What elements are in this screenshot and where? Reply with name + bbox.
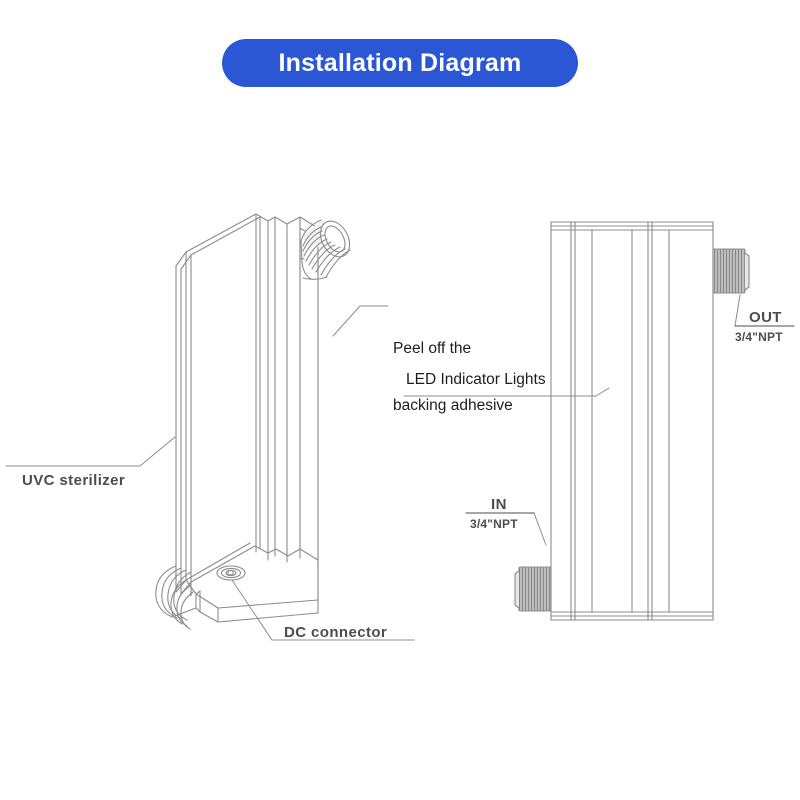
leader-peel-off [332, 305, 389, 337]
front-view-grooves [570, 221, 670, 621]
leader-led-indicator [403, 387, 610, 397]
callout-label-dc-connector: DC connector [284, 624, 388, 641]
leader-dc-connector [231, 579, 415, 641]
dc-connector-port [216, 565, 246, 581]
callout-label-in: IN [491, 496, 507, 513]
leader-uvc-sterilizer [5, 436, 176, 467]
iso-body-edges [255, 216, 319, 601]
front-view-inlet-port [514, 566, 552, 612]
front-view-outlet-port [712, 248, 750, 294]
iso-top-threaded-port [299, 219, 351, 280]
callout-label-peel-off-line2: backing adhesive [393, 396, 513, 414]
callout-underlines [465, 325, 795, 514]
callout-label-peel-off-line1: Peel off the [393, 339, 472, 357]
callout-label-in-thread-size: 3/4"NPT [470, 517, 518, 531]
callout-label-out: OUT [749, 309, 782, 326]
iso-top-face [185, 213, 301, 256]
iso-right-face [299, 216, 319, 601]
callout-label-led-indicator-lights: LED Indicator Lights [406, 371, 546, 388]
front-view [514, 221, 750, 621]
iso-adhesive-flap [175, 251, 192, 595]
isometric-view [155, 213, 351, 630]
iso-bottom-threaded-port [155, 565, 197, 630]
callout-label-peel-off: Peel off the backing adhesive [393, 302, 513, 453]
callout-label-out-thread-size: 3/4"NPT [735, 330, 783, 344]
callout-label-uvc-sterilizer: UVC sterilizer [22, 472, 126, 489]
page-title-badge: Installation Diagram [222, 39, 578, 87]
page-title: Installation Diagram [278, 48, 522, 77]
